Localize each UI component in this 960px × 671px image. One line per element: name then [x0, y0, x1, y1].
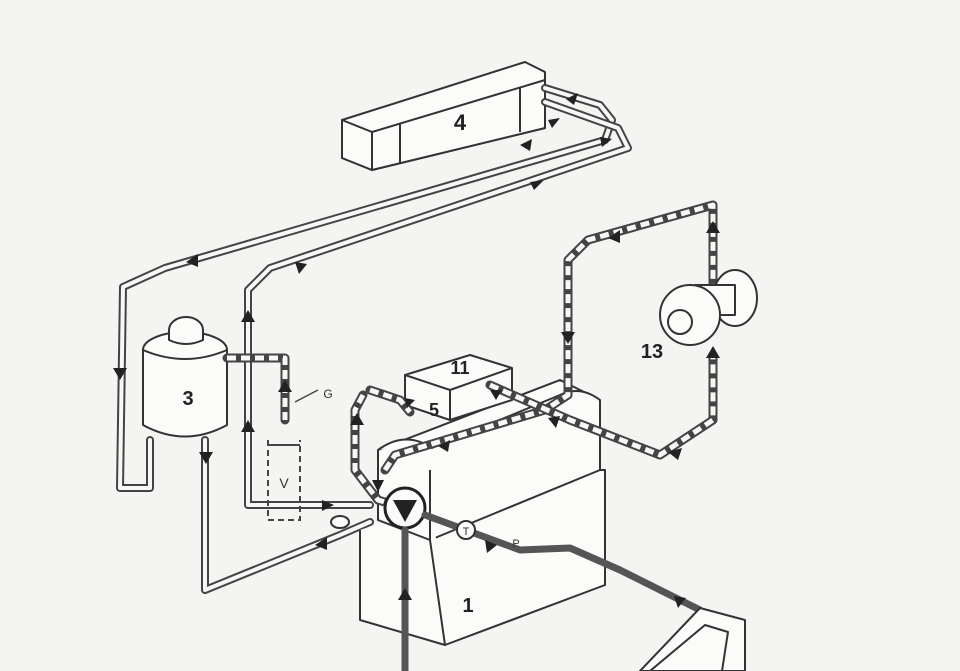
marker-g: G [323, 387, 332, 401]
label-engine: 1 [462, 595, 473, 617]
marker-v: V [279, 475, 289, 491]
radiator-outlet: T P [330, 511, 704, 614]
return-pipe [201, 436, 374, 594]
control-unit: 11 [404, 354, 513, 421]
marker-t: T [463, 526, 470, 538]
label-thermostat-housing: 5 [429, 400, 439, 420]
water-pump [383, 486, 427, 530]
flow-arrows [113, 93, 720, 608]
thermostat-housing: 5 [365, 385, 439, 420]
label-heater-core: 4 [454, 110, 467, 135]
label-expansion-tank: 3 [182, 388, 193, 410]
heater-core: 4 [341, 61, 546, 171]
expansion-tank: 3 [142, 316, 228, 438]
radiator [639, 607, 746, 671]
heater-pipes [116, 84, 632, 509]
bleed-hose: V G [222, 353, 333, 521]
engine-hoses [350, 200, 718, 510]
auxiliary-pump: 13 [641, 269, 758, 363]
label-auxiliary-pump: 13 [641, 341, 663, 363]
label-control-unit: 11 [450, 358, 469, 378]
marker-p: P [512, 538, 519, 550]
